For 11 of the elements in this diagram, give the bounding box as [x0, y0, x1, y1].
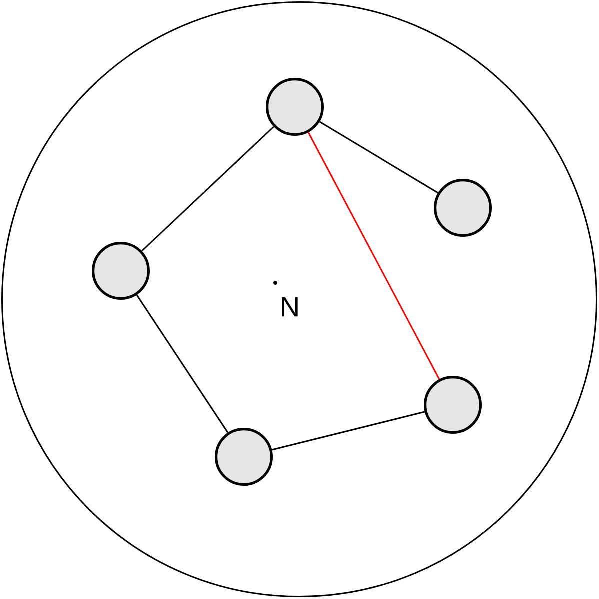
vertex-circle: [215, 428, 273, 486]
point-label: N: [282, 297, 298, 317]
vertex-circle: [92, 242, 150, 300]
connecting-line: [308, 132, 440, 380]
connecting-line: [136, 294, 229, 434]
connecting-line: [142, 126, 274, 252]
vertex-circle: [434, 179, 492, 237]
connecting-line: [319, 121, 439, 194]
vertex-circle: [424, 376, 482, 434]
vertex-circle: [266, 78, 324, 136]
connecting-line: [272, 411, 426, 451]
